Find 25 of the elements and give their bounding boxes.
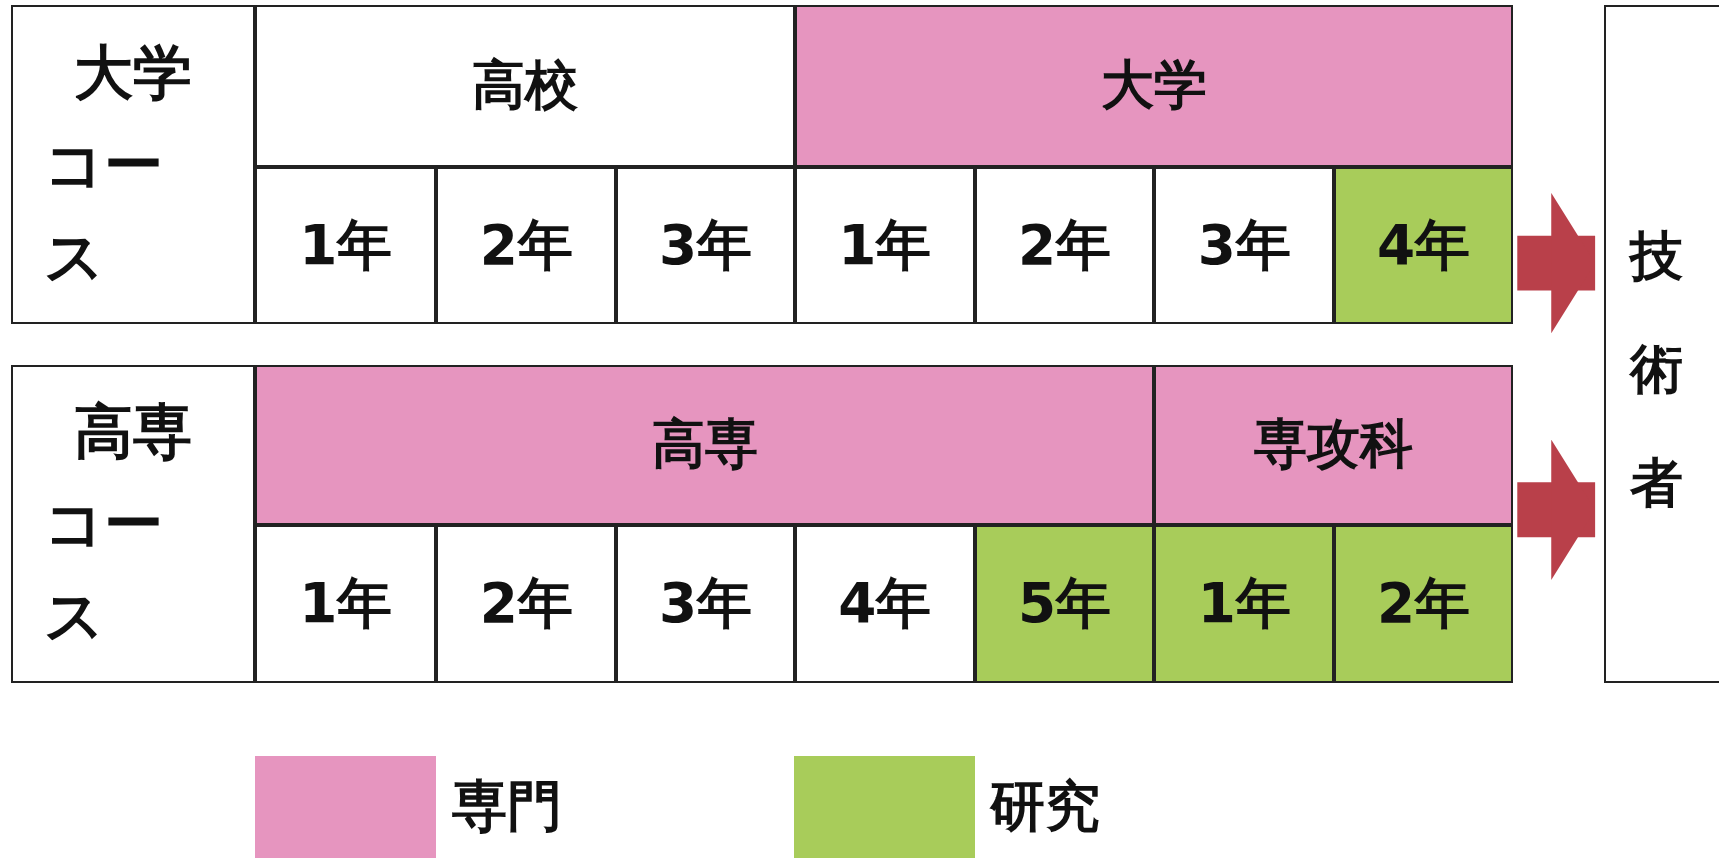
legend-label: 専門 — [451, 772, 562, 840]
year-cell: 1年 — [255, 525, 437, 683]
block-arrow — [1517, 192, 1596, 334]
school-header-cell: 高校 — [255, 5, 795, 167]
school-header-cell: 高専 — [255, 365, 1155, 526]
block-arrow — [1517, 439, 1596, 580]
year-cell: 5年 — [974, 525, 1155, 683]
year-cell: 3年 — [616, 166, 795, 325]
year-cell: 3年 — [1154, 166, 1335, 325]
year-cell: 2年 — [974, 166, 1155, 325]
year-cell: 2年 — [436, 166, 617, 325]
year-cell: 1年 — [794, 166, 975, 325]
course-label-cell: 高専コース — [10, 365, 256, 683]
year-cell: 4年 — [1334, 166, 1513, 325]
year-cell: 2年 — [1334, 525, 1513, 683]
school-header-cell: 大学 — [794, 5, 1513, 167]
year-cell: 4年 — [794, 525, 975, 683]
year-cell: 1年 — [1154, 525, 1335, 683]
year-cell: 2年 — [436, 525, 617, 683]
year-cell: 1年 — [255, 166, 437, 325]
legend-label: 研究 — [989, 772, 1100, 840]
course-label-cell: 大学コース — [10, 5, 256, 325]
school-header-cell: 専攻科 — [1154, 365, 1513, 526]
result-box: 技術者 — [1603, 5, 1719, 683]
year-cell: 3年 — [616, 525, 795, 683]
